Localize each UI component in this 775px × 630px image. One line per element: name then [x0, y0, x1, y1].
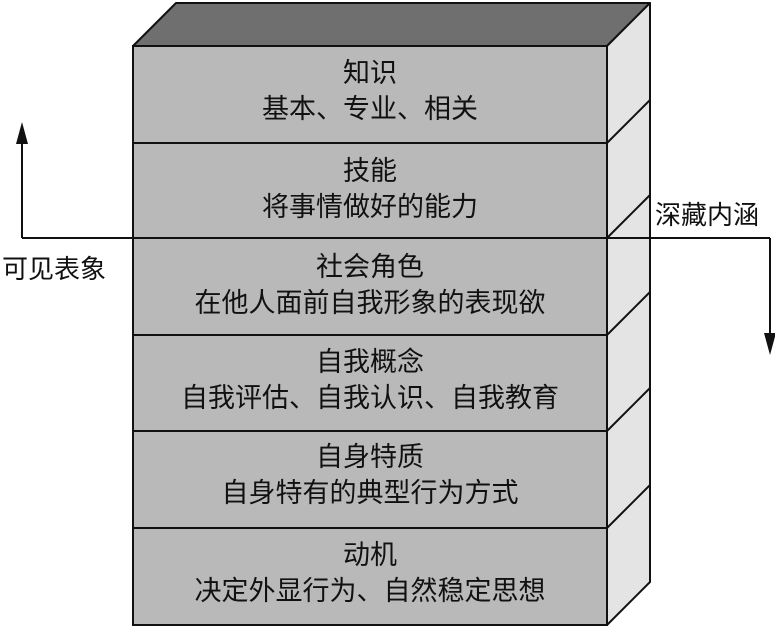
- hidden-label: 深藏内涵: [655, 201, 760, 231]
- layer-side-edge: [606, 99, 651, 144]
- arrow-up-icon: [16, 122, 28, 144]
- layer-traits: 自身特质 自身特有的典型行为方式: [133, 440, 607, 512]
- layer-front-face: [132, 237, 608, 336]
- layer-title: 自我概念: [316, 347, 424, 378]
- layer-front-face: [132, 430, 608, 529]
- arrow-down-icon: [764, 333, 775, 355]
- layer-description: 在他人面前自我形象的表现欲: [194, 288, 546, 319]
- layer-description: 决定外显行为、自然稳定思想: [194, 576, 546, 607]
- layer-motive: 动机 决定外显行为、自然稳定思想: [133, 538, 607, 610]
- layer-side-edge: [606, 387, 651, 432]
- layer-description: 自我评估、自我认识、自我教育: [181, 383, 559, 414]
- layer-self-concept: 自我概念 自我评估、自我认识、自我教育: [133, 345, 607, 417]
- layer-description: 基本、专业、相关: [262, 94, 478, 125]
- layer-front-face: [132, 527, 608, 626]
- visible-label: 可见表象: [2, 255, 107, 285]
- layer-side-edge: [606, 291, 651, 336]
- layer-front-face: [132, 334, 608, 432]
- layer-side-edge: [606, 484, 651, 529]
- layer-side-edge: [606, 194, 651, 239]
- layer-title: 技能: [343, 156, 397, 187]
- layer-social-role: 社会角色 在他人面前自我形象的表现欲: [133, 250, 607, 322]
- layer-front-face: [132, 45, 608, 144]
- layer-description: 将事情做好的能力: [262, 192, 478, 223]
- block-top-face: [132, 2, 651, 47]
- layer-knowledge: 知识 基本、专业、相关: [133, 56, 607, 128]
- layer-title: 社会角色: [316, 252, 424, 283]
- layer-description: 自身特有的典型行为方式: [221, 478, 519, 509]
- layer-title: 自身特质: [316, 442, 424, 473]
- layer-title: 动机: [343, 540, 397, 571]
- layer-title: 知识: [343, 58, 397, 89]
- layer-skill: 技能 将事情做好的能力: [133, 154, 607, 226]
